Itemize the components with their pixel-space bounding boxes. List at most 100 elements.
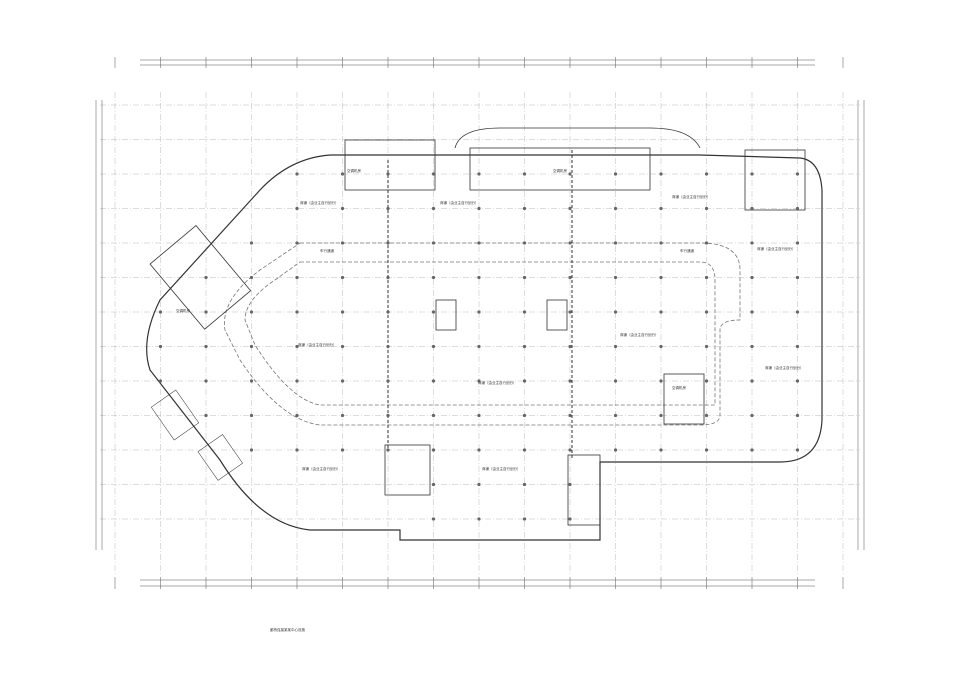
- column: [522, 448, 527, 452]
- column: [659, 413, 663, 418]
- column: [750, 448, 754, 452]
- column: [477, 241, 481, 245]
- column: [340, 241, 345, 245]
- column: [795, 172, 800, 176]
- column: [613, 413, 618, 418]
- column: [568, 379, 572, 383]
- label-ac-room-3: 空调机房: [176, 308, 190, 313]
- column: [795, 275, 800, 280]
- column: [568, 517, 572, 521]
- column: [431, 344, 436, 349]
- column: [704, 241, 709, 245]
- column: [568, 344, 572, 349]
- column: [431, 448, 436, 452]
- column: [477, 172, 481, 176]
- label-shop-1: 商铺（由业主自行划分）: [300, 200, 339, 205]
- label-shop-3: 商铺（由业主自行划分）: [672, 194, 711, 199]
- column: [477, 517, 481, 521]
- label-shop-2: 商铺（由业主自行划分）: [440, 200, 479, 205]
- column: [204, 310, 208, 314]
- column: [659, 172, 663, 176]
- column: [340, 379, 345, 383]
- column: [522, 482, 527, 487]
- column: [295, 413, 299, 418]
- column: [340, 344, 345, 349]
- column: [704, 379, 709, 383]
- column: [522, 379, 527, 383]
- column: [568, 172, 572, 176]
- column: [568, 448, 572, 452]
- column: [431, 206, 436, 211]
- column: [249, 275, 254, 280]
- column: [568, 206, 572, 211]
- column: [750, 379, 754, 383]
- column: [295, 448, 299, 452]
- column: [613, 310, 618, 314]
- column: [386, 172, 390, 176]
- column: [340, 206, 345, 211]
- column: [659, 310, 663, 314]
- dimension-lines: [95, 57, 865, 589]
- columns: [158, 172, 800, 521]
- building-outline: [146, 154, 823, 541]
- column: [204, 413, 208, 418]
- column: [750, 413, 754, 418]
- column: [477, 482, 481, 487]
- column: [431, 172, 436, 176]
- column: [522, 310, 527, 314]
- column: [522, 517, 527, 521]
- column: [340, 172, 345, 176]
- column: [795, 413, 800, 418]
- column: [522, 275, 527, 280]
- label-shop-5: 商铺（由业主自行划分）: [298, 342, 337, 347]
- column: [431, 275, 436, 280]
- column: [477, 310, 481, 314]
- column: [750, 241, 754, 245]
- column: [295, 275, 299, 280]
- section-lines: [387, 150, 573, 460]
- column: [795, 379, 800, 383]
- column: [613, 172, 618, 176]
- column: [704, 206, 709, 211]
- column: [522, 413, 527, 418]
- label-shop-7: 商铺（由业主自行划分）: [478, 380, 517, 385]
- column: [158, 379, 163, 383]
- column: [249, 379, 254, 383]
- column: [750, 172, 754, 176]
- column: [613, 241, 618, 245]
- column: [477, 275, 481, 280]
- column: [522, 172, 527, 176]
- column: [431, 482, 436, 487]
- column: [295, 310, 299, 314]
- column: [522, 206, 527, 211]
- column: [795, 206, 800, 211]
- column: [568, 482, 572, 487]
- column: [431, 310, 436, 314]
- column: [477, 344, 481, 349]
- column: [477, 413, 481, 418]
- column: [659, 448, 663, 452]
- column: [295, 379, 299, 383]
- column: [386, 344, 390, 349]
- column: [295, 344, 299, 349]
- inner-drive-ring: [224, 242, 741, 426]
- column: [522, 344, 527, 349]
- column: [386, 379, 390, 383]
- column: [750, 344, 754, 349]
- column: [340, 448, 345, 452]
- axis-grid: [100, 92, 860, 575]
- column: [704, 310, 709, 314]
- label-shop-10: 商铺（由业主自行划分）: [482, 466, 521, 471]
- label-driveway-1: 车行通道: [320, 248, 334, 253]
- column: [295, 241, 299, 245]
- column: [795, 344, 800, 349]
- label-shop-6: 商铺（由业主自行划分）: [620, 332, 659, 337]
- label-ac-room-4: 空调机房: [672, 385, 686, 390]
- column: [204, 379, 208, 383]
- column: [568, 413, 572, 418]
- label-shop-9: 商铺（由业主自行划分）: [302, 466, 341, 471]
- column: [659, 275, 663, 280]
- column: [431, 379, 436, 383]
- column: [249, 241, 254, 245]
